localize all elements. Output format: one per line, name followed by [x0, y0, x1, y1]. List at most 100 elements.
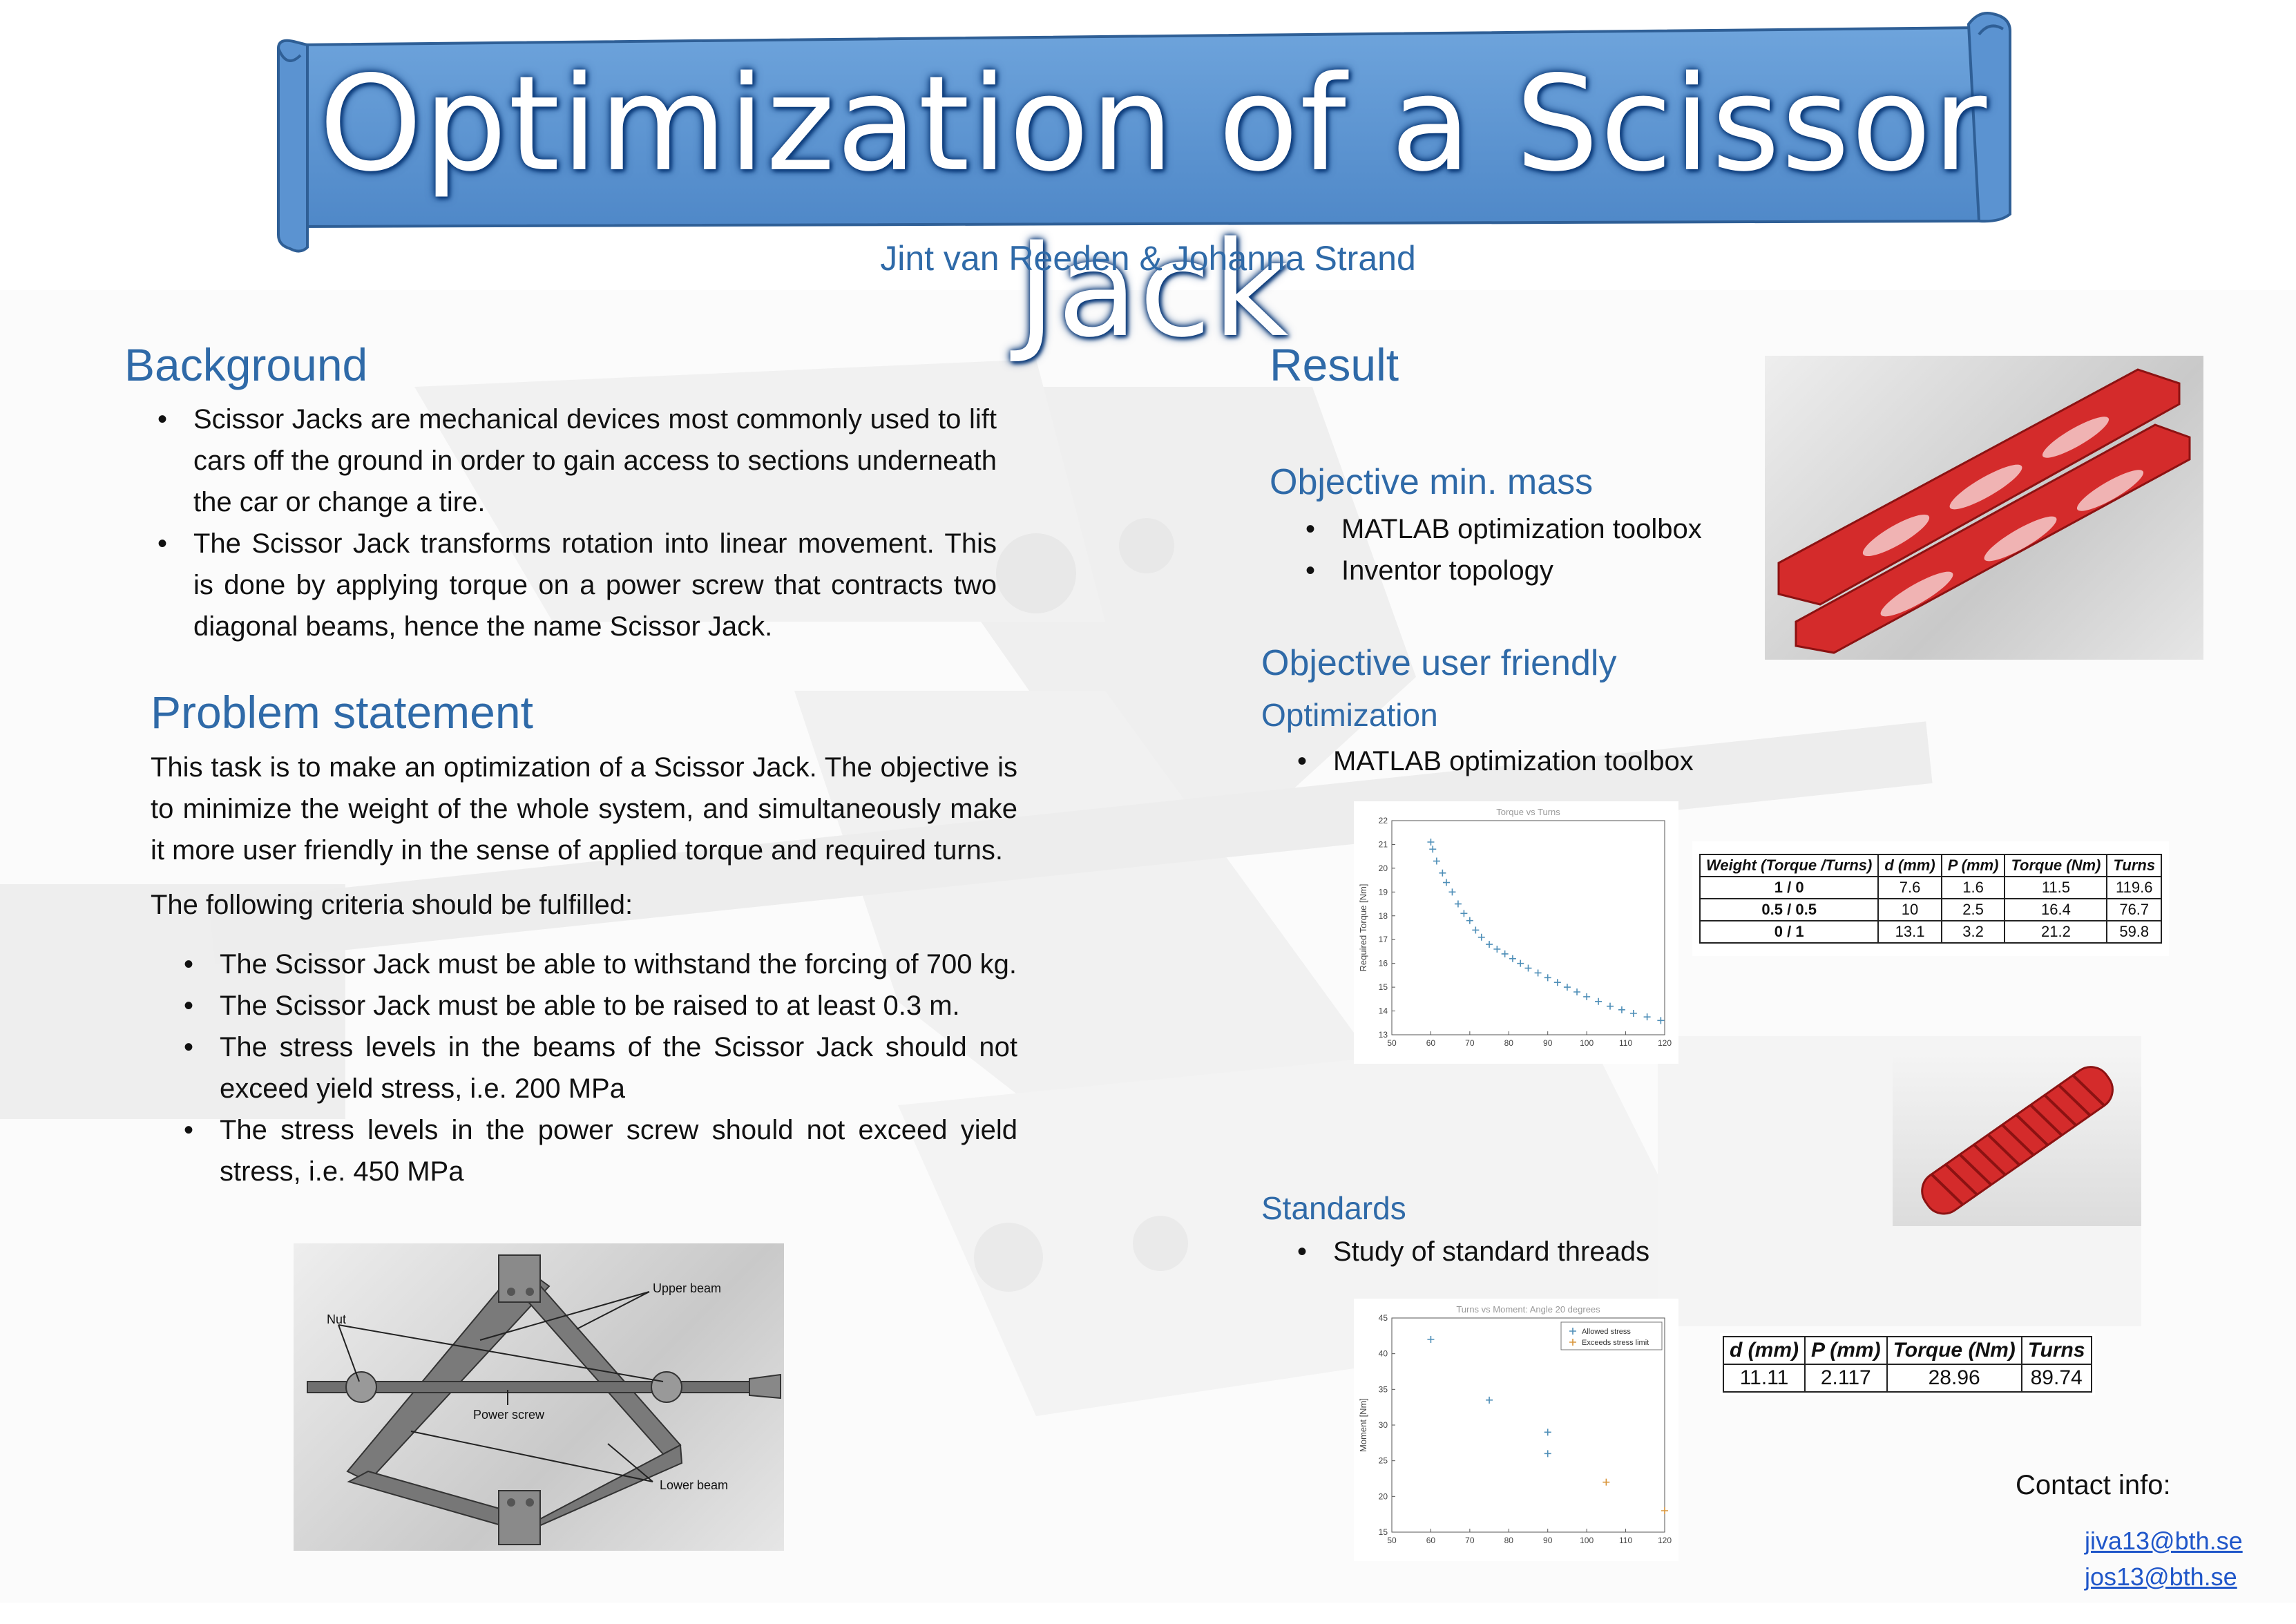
data-point: [1563, 984, 1571, 991]
y-tick-label: 30: [1379, 1420, 1388, 1430]
y-tick-label: 25: [1379, 1456, 1388, 1466]
data-point: [1460, 910, 1468, 917]
data-point: [1607, 1002, 1614, 1010]
authors: Jint van Reeden & Johanna Strand: [880, 239, 1416, 278]
data-point: [1573, 988, 1581, 995]
data-point: [1429, 846, 1437, 853]
table1-cell: 0 / 1: [1699, 920, 1879, 944]
data-point: [1443, 879, 1450, 886]
table1-cell: 7.6: [1877, 876, 1942, 899]
x-tick-label: 50: [1387, 1536, 1397, 1545]
x-tick-label: 100: [1580, 1038, 1594, 1048]
table1-cell: 10: [1877, 898, 1942, 921]
power-screw-render: [1893, 1053, 2141, 1226]
data-point: [1454, 900, 1462, 908]
plot-axes: [1391, 1317, 1665, 1533]
table1-header: Turns: [2106, 854, 2163, 877]
data-point: [1493, 946, 1501, 953]
optimization-subheading: Optimization: [1261, 697, 1438, 733]
results-table-1-wrapper: Weight (Torque /Turns) d (mm) P (mm) Tor…: [1692, 841, 2170, 956]
table-row: 11.11 2.117 28.96 89.74: [1723, 1364, 2092, 1393]
x-tick-label: 120: [1658, 1536, 1672, 1545]
email-link-1[interactable]: jiva13@bth.se: [2085, 1527, 2243, 1555]
objective-mass-list: MATLAB optimization toolbox Inventor top…: [1305, 508, 1789, 591]
table1-cell: 13.1: [1877, 920, 1942, 944]
data-point: [1427, 1336, 1435, 1343]
y-tick-label: 17: [1379, 935, 1388, 944]
legend-entry: Exceeds stress limit: [1582, 1339, 1649, 1347]
x-tick-label: 80: [1504, 1038, 1514, 1048]
data-point: [1643, 1013, 1651, 1021]
data-point: [1544, 1450, 1551, 1458]
standards-heading: Standards: [1261, 1190, 1406, 1226]
criteria-intro: The following criteria should be fulfill…: [151, 890, 633, 920]
y-tick-label: 16: [1379, 959, 1388, 968]
table2-cell: 89.74: [2020, 1364, 2092, 1393]
data-point: [1472, 926, 1480, 934]
results-table-2-wrapper: d (mm) P (mm) Torque (Nm) Turns 11.11 2.…: [1720, 1333, 2095, 1395]
problem-heading: Problem statement: [151, 687, 533, 738]
x-tick-label: 70: [1465, 1536, 1475, 1545]
y-tick-label: 20: [1379, 863, 1388, 873]
data-point: [1427, 839, 1435, 846]
table-row: 0.5 / 0.5 10 2.5 16.4 76.7: [1699, 898, 2163, 921]
objective-mass-heading: Objective min. mass: [1270, 462, 1594, 502]
table2-header: Turns: [2020, 1336, 2092, 1365]
data-point: [1439, 869, 1446, 877]
data-point: [1583, 993, 1591, 1000]
title-banner: [277, 12, 2011, 253]
table2-header: Torque (Nm): [1886, 1336, 2022, 1365]
criteria-item: The stress levels in the power screw sho…: [184, 1109, 1017, 1192]
data-point: [1657, 1017, 1665, 1024]
data-point: [1509, 955, 1516, 962]
criteria-item: The Scissor Jack must be able to be rais…: [184, 985, 1017, 1026]
table1-header: P (mm): [1940, 854, 2006, 877]
results-table-1: Weight (Torque /Turns) d (mm) P (mm) Tor…: [1699, 854, 2163, 944]
table1-cell: 11.5: [2004, 876, 2108, 899]
data-point: [1524, 964, 1532, 972]
standards-list: Study of standard threads: [1297, 1231, 1781, 1272]
x-tick-label: 50: [1387, 1038, 1397, 1048]
table2-header: d (mm): [1723, 1336, 1806, 1365]
result-heading: Result: [1270, 339, 1399, 390]
y-tick-label: 35: [1379, 1384, 1388, 1394]
criteria-item: The Scissor Jack must be able to withsta…: [184, 944, 1017, 985]
x-tick-label: 70: [1465, 1038, 1475, 1048]
y-tick-label: 22: [1379, 816, 1388, 825]
data-point: [1448, 888, 1456, 896]
y-tick-label: 20: [1379, 1491, 1388, 1501]
objective-user-heading: Objective user friendly: [1261, 643, 1617, 683]
objective-user-item: MATLAB optimization toolbox: [1297, 741, 1781, 782]
data-point: [1618, 1006, 1625, 1013]
diagram-label-lower-beam: Lower beam: [660, 1478, 729, 1492]
background-heading: Background: [124, 339, 368, 390]
table2-header: P (mm): [1804, 1336, 1888, 1365]
table1-cell: 16.4: [2004, 898, 2108, 921]
data-point: [1433, 857, 1440, 865]
x-tick-label: 120: [1658, 1038, 1672, 1048]
y-tick-label: 40: [1379, 1349, 1388, 1359]
y-tick-label: 13: [1379, 1030, 1388, 1040]
standards-item: Study of standard threads: [1297, 1231, 1781, 1272]
data-point: [1486, 941, 1493, 948]
background-list: Scissor Jacks are mechanical devices mos…: [157, 399, 997, 647]
objective-user-list: MATLAB optimization toolbox: [1297, 741, 1781, 782]
email-link-2[interactable]: jos13@bth.se: [2085, 1563, 2237, 1591]
criteria-item: The stress levels in the beams of the Sc…: [184, 1026, 1017, 1109]
table2-cell: 11.11: [1723, 1364, 1806, 1393]
y-tick-label: 15: [1379, 982, 1388, 992]
data-point: [1486, 1396, 1493, 1404]
diagram-label-nut: Nut: [327, 1312, 347, 1326]
poster-title: Optimization of a Scissor Jack: [318, 48, 1989, 366]
data-point: [1466, 917, 1473, 924]
data-point: [1534, 969, 1542, 977]
legend-entry: Allowed stress: [1582, 1328, 1631, 1336]
plot-axes: [1391, 820, 1665, 1035]
diagram-label-power-screw: Power screw: [473, 1408, 545, 1422]
optimized-beam-render: [1765, 356, 2203, 660]
table1-cell: 1 / 0: [1699, 876, 1879, 899]
data-point: [1595, 997, 1603, 1005]
data-point: [1603, 1478, 1610, 1486]
background-bullet: Scissor Jacks are mechanical devices mos…: [157, 399, 997, 523]
